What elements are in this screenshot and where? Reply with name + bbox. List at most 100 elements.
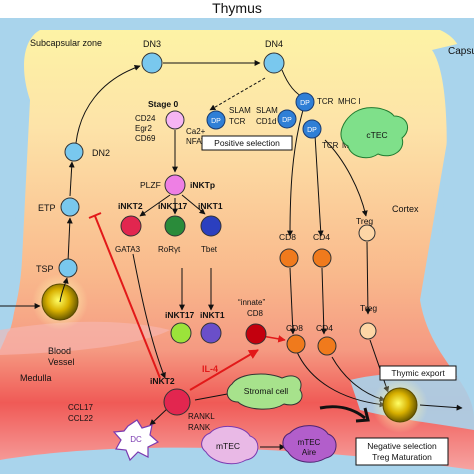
il4-label: IL-4 — [202, 364, 218, 374]
dn2-label: DN2 — [92, 148, 110, 158]
mhc1-label: MHC I — [338, 97, 361, 106]
dn4-label: DN4 — [265, 39, 283, 49]
inkt17-label: iNKT17 — [158, 201, 188, 211]
arrow-cd8-export — [296, 351, 386, 408]
innate-cd8-cell — [245, 323, 267, 345]
tcr-label-2: TCR — [317, 97, 334, 106]
il4-arrow — [189, 349, 259, 391]
ccl22-label: CCL22 — [68, 414, 93, 423]
innate-label: “innate” — [238, 298, 265, 307]
tcr-label-1: TCR — [229, 117, 246, 126]
arrow-tsp-etp — [66, 217, 73, 263]
circulating-cell-right — [382, 387, 418, 423]
arrow-inktp-inkt1 — [181, 194, 206, 215]
arrow-inkt2-dc — [149, 407, 169, 426]
plzf-label: PLZF — [140, 180, 161, 190]
cd8-label: CD8 — [279, 232, 296, 242]
inkt17-mature-cell — [170, 322, 192, 344]
cd8-medulla-label: CD8 — [286, 323, 303, 333]
stromal-cell — [226, 373, 303, 410]
mtec-aire-label-1: mTEC — [298, 438, 321, 447]
cd4-medulla-label: CD4 — [316, 323, 333, 333]
arrow-inktp-inkt2 — [139, 194, 171, 217]
ctec-label: cTEC — [366, 130, 387, 140]
dp-label-2: DP — [282, 117, 292, 124]
cd4-medulla-cell — [317, 336, 337, 356]
egr2-label: Egr2 — [135, 124, 152, 133]
arrow-etp-dn2 — [68, 161, 75, 197]
right-vessel — [432, 40, 474, 330]
inktp-cell — [164, 174, 186, 196]
slam-label-2: SLAM — [256, 106, 278, 115]
stage0-label: Stage 0 — [148, 99, 179, 109]
arrow-cd4-medulla — [320, 267, 327, 335]
inkt2-medulla-cell — [163, 388, 191, 416]
positive-selection-box — [201, 135, 293, 151]
etp-label: ETP — [38, 203, 56, 213]
treg-cell — [358, 224, 376, 242]
tsp-label: TSP — [36, 264, 54, 274]
tcr-label-3: TCR — [322, 141, 339, 150]
arrow-cd8-medulla — [289, 267, 296, 335]
arrow-dp-cd8 — [287, 109, 304, 237]
inkt17-mature-label: iNKT17 — [165, 310, 195, 320]
arrow-inkt2-medulla — [132, 253, 166, 379]
title: Thymus — [212, 0, 262, 16]
negative-selection-arrow — [319, 405, 366, 420]
tbet-label: Tbet — [201, 245, 218, 254]
dp-cell-2 — [277, 109, 297, 129]
dp-label-1: DP — [300, 100, 310, 107]
dp-cell-3 — [302, 119, 322, 139]
ccl17-label: CCL17 — [68, 403, 93, 412]
gata3-label: GATA3 — [115, 245, 141, 254]
arrow-dp-cd4 — [314, 134, 324, 237]
blood-vessel-label-2: Vessel — [48, 357, 75, 367]
arrow-treg-medulla — [364, 241, 371, 315]
arrow-dn2-dn3 — [75, 64, 141, 144]
inhibition-line — [94, 215, 161, 379]
inkt1-cell — [200, 215, 222, 237]
thymic-export-box — [379, 365, 457, 381]
cd8-medulla-cell — [286, 334, 306, 354]
inhibition-bar — [88, 212, 102, 219]
rankl-label: RANKL — [188, 412, 215, 421]
dp-label-4: DP — [211, 118, 221, 125]
mtec-aire-label-2: Aire — [302, 448, 317, 457]
mtec-cell — [201, 425, 259, 465]
etp-cell — [60, 197, 80, 217]
cd24-label: CD24 — [135, 114, 156, 123]
inkt2-medulla-label: iNKT2 — [150, 376, 175, 386]
dc-cell — [112, 419, 160, 462]
capsule-label: Capsu — [448, 46, 474, 57]
treg-medulla-label: Treg — [360, 303, 377, 313]
blood-vessel-label-1: Blood — [48, 346, 71, 356]
arrow-dn4-stage0 — [209, 77, 266, 111]
arrow-dp-treg — [324, 139, 368, 217]
treg-medulla-cell — [359, 322, 377, 340]
dp-label-3: DP — [307, 127, 317, 134]
inkt17-cell — [164, 215, 186, 237]
inkt1-mature-cell — [200, 322, 222, 344]
dn3-cell — [141, 52, 163, 74]
cd1d-label: CD1d — [256, 117, 276, 126]
ca2-label: Ca2+ — [186, 127, 206, 136]
inkt1-label: iNKT1 — [198, 201, 223, 211]
cd4-cell — [312, 248, 332, 268]
stage0-cell — [165, 110, 185, 130]
treg-label: Treg — [356, 216, 373, 226]
cd4-label: CD4 — [313, 232, 330, 242]
slam-label-1: SLAM — [229, 106, 251, 115]
arrows — [66, 60, 390, 450]
cortex-label: Cortex — [392, 204, 419, 214]
dn4-cell — [263, 52, 285, 74]
inkt1-mature-label: iNKT1 — [200, 310, 225, 320]
mtec-label: mTEC — [216, 441, 240, 451]
medulla-label: Medulla — [20, 373, 52, 383]
inktp-label: iNKTp — [190, 180, 215, 190]
negative-selection-box — [355, 437, 449, 466]
top-border — [0, 0, 474, 18]
rank-label: RANK — [188, 423, 211, 432]
mtec-aire-cell — [282, 425, 337, 463]
